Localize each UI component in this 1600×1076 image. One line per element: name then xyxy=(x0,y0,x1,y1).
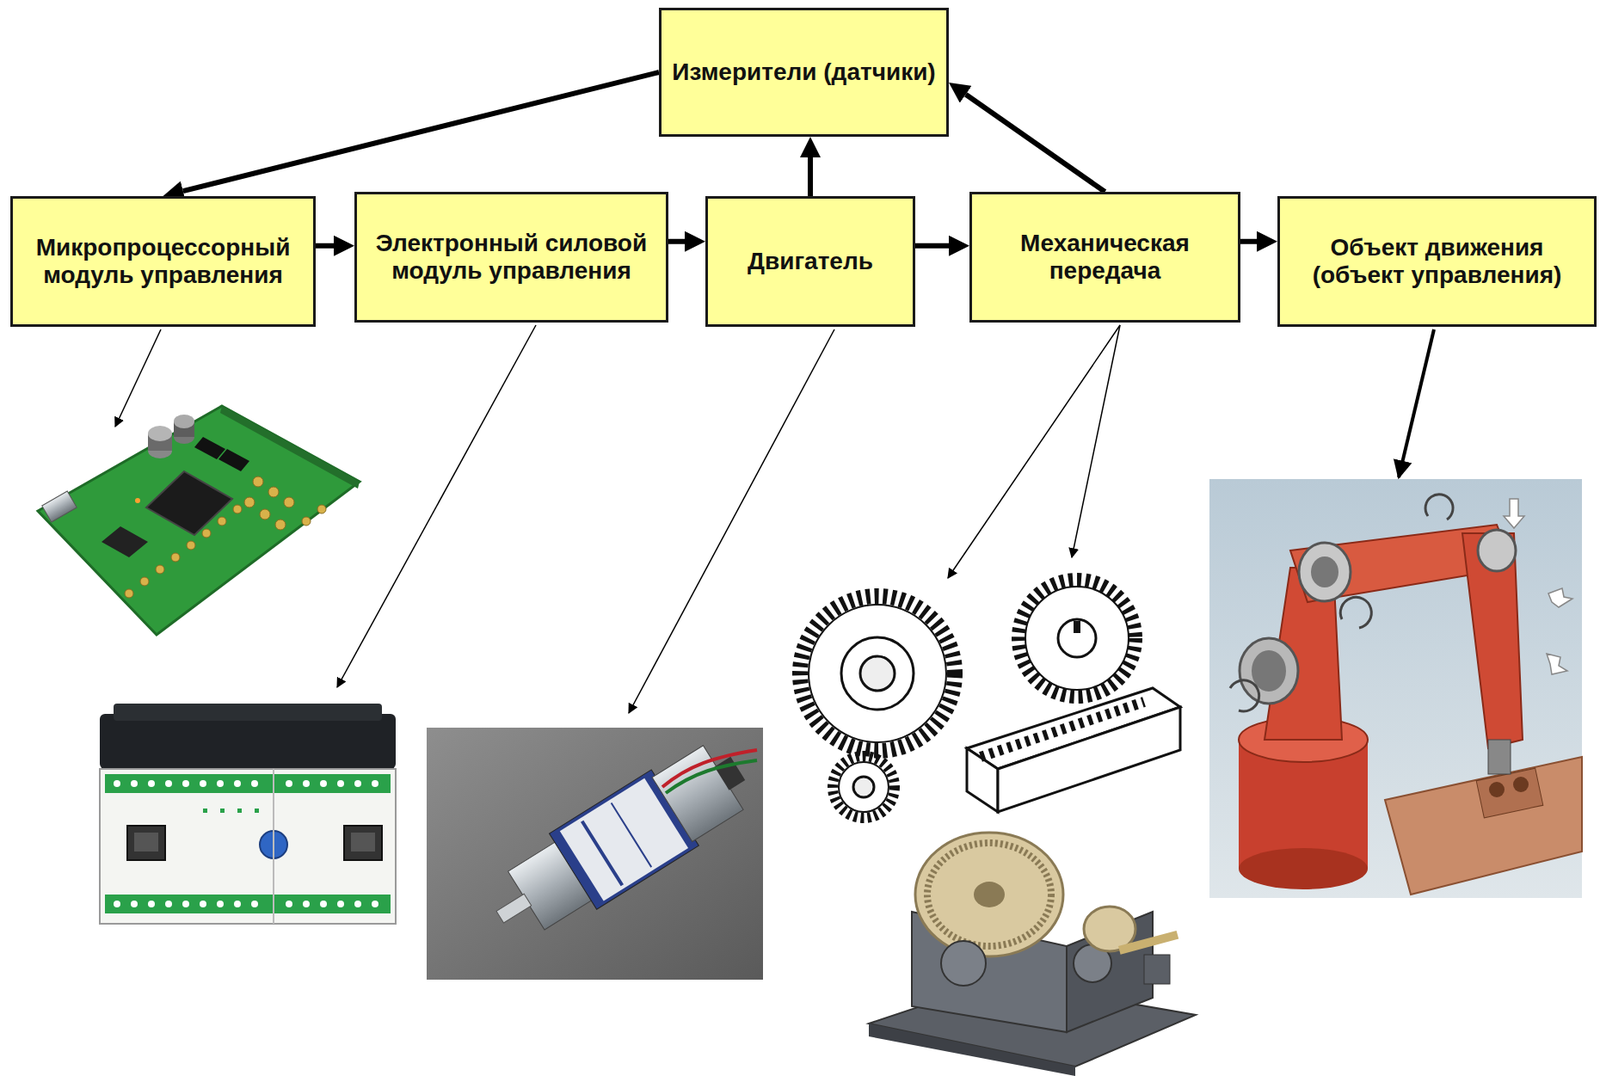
robot-arm xyxy=(1209,479,1582,899)
box-content: Измерители (датчики) xyxy=(661,53,947,92)
box-content: Микропроцессорный модуль управления xyxy=(12,228,314,295)
flow-arrow xyxy=(966,94,1106,192)
flow-arrow xyxy=(668,239,685,245)
leader-line xyxy=(1398,329,1434,478)
process-box: Электронный силовой модуль управления xyxy=(354,191,669,323)
gearbox xyxy=(868,832,1196,1076)
pcb-board xyxy=(37,406,360,635)
flow-arrow xyxy=(1240,239,1257,245)
box-label: Измерители (датчики) xyxy=(668,58,940,87)
power-controller xyxy=(99,703,396,924)
flow-arrow xyxy=(915,243,949,249)
box-content: Электронный силовой модуль управления xyxy=(356,224,666,290)
motor-photo xyxy=(426,727,764,980)
box-label: Объект движения (объект управления) xyxy=(1286,233,1588,290)
process-box: Объект движения (объект управления) xyxy=(1277,196,1597,327)
process-box: Микропроцессорный модуль управления xyxy=(10,196,316,327)
box-content: Объект движения (объект управления) xyxy=(1280,228,1594,295)
leader-line xyxy=(947,325,1120,579)
flow-arrow xyxy=(315,243,334,249)
box-label: Электронный силовой модуль управления xyxy=(363,229,659,285)
spur-gears xyxy=(800,596,955,819)
box-content: Механическая передача xyxy=(972,224,1238,290)
box-label: Микропроцессорный модуль управления xyxy=(19,233,307,290)
flow-arrow xyxy=(183,72,659,191)
rack-and-pinion xyxy=(966,579,1181,813)
process-box: Механическая передача xyxy=(969,191,1241,323)
process-box: Двигатель xyxy=(705,196,916,327)
leader-line xyxy=(337,325,536,688)
process-box: Измерители (датчики) xyxy=(658,7,949,137)
leader-line xyxy=(1071,325,1120,558)
flow-arrow xyxy=(807,157,813,197)
box-label: Механическая передача xyxy=(978,229,1231,285)
box-content: Двигатель xyxy=(707,242,913,281)
box-label: Двигатель xyxy=(714,247,906,276)
leader-line xyxy=(115,329,161,427)
